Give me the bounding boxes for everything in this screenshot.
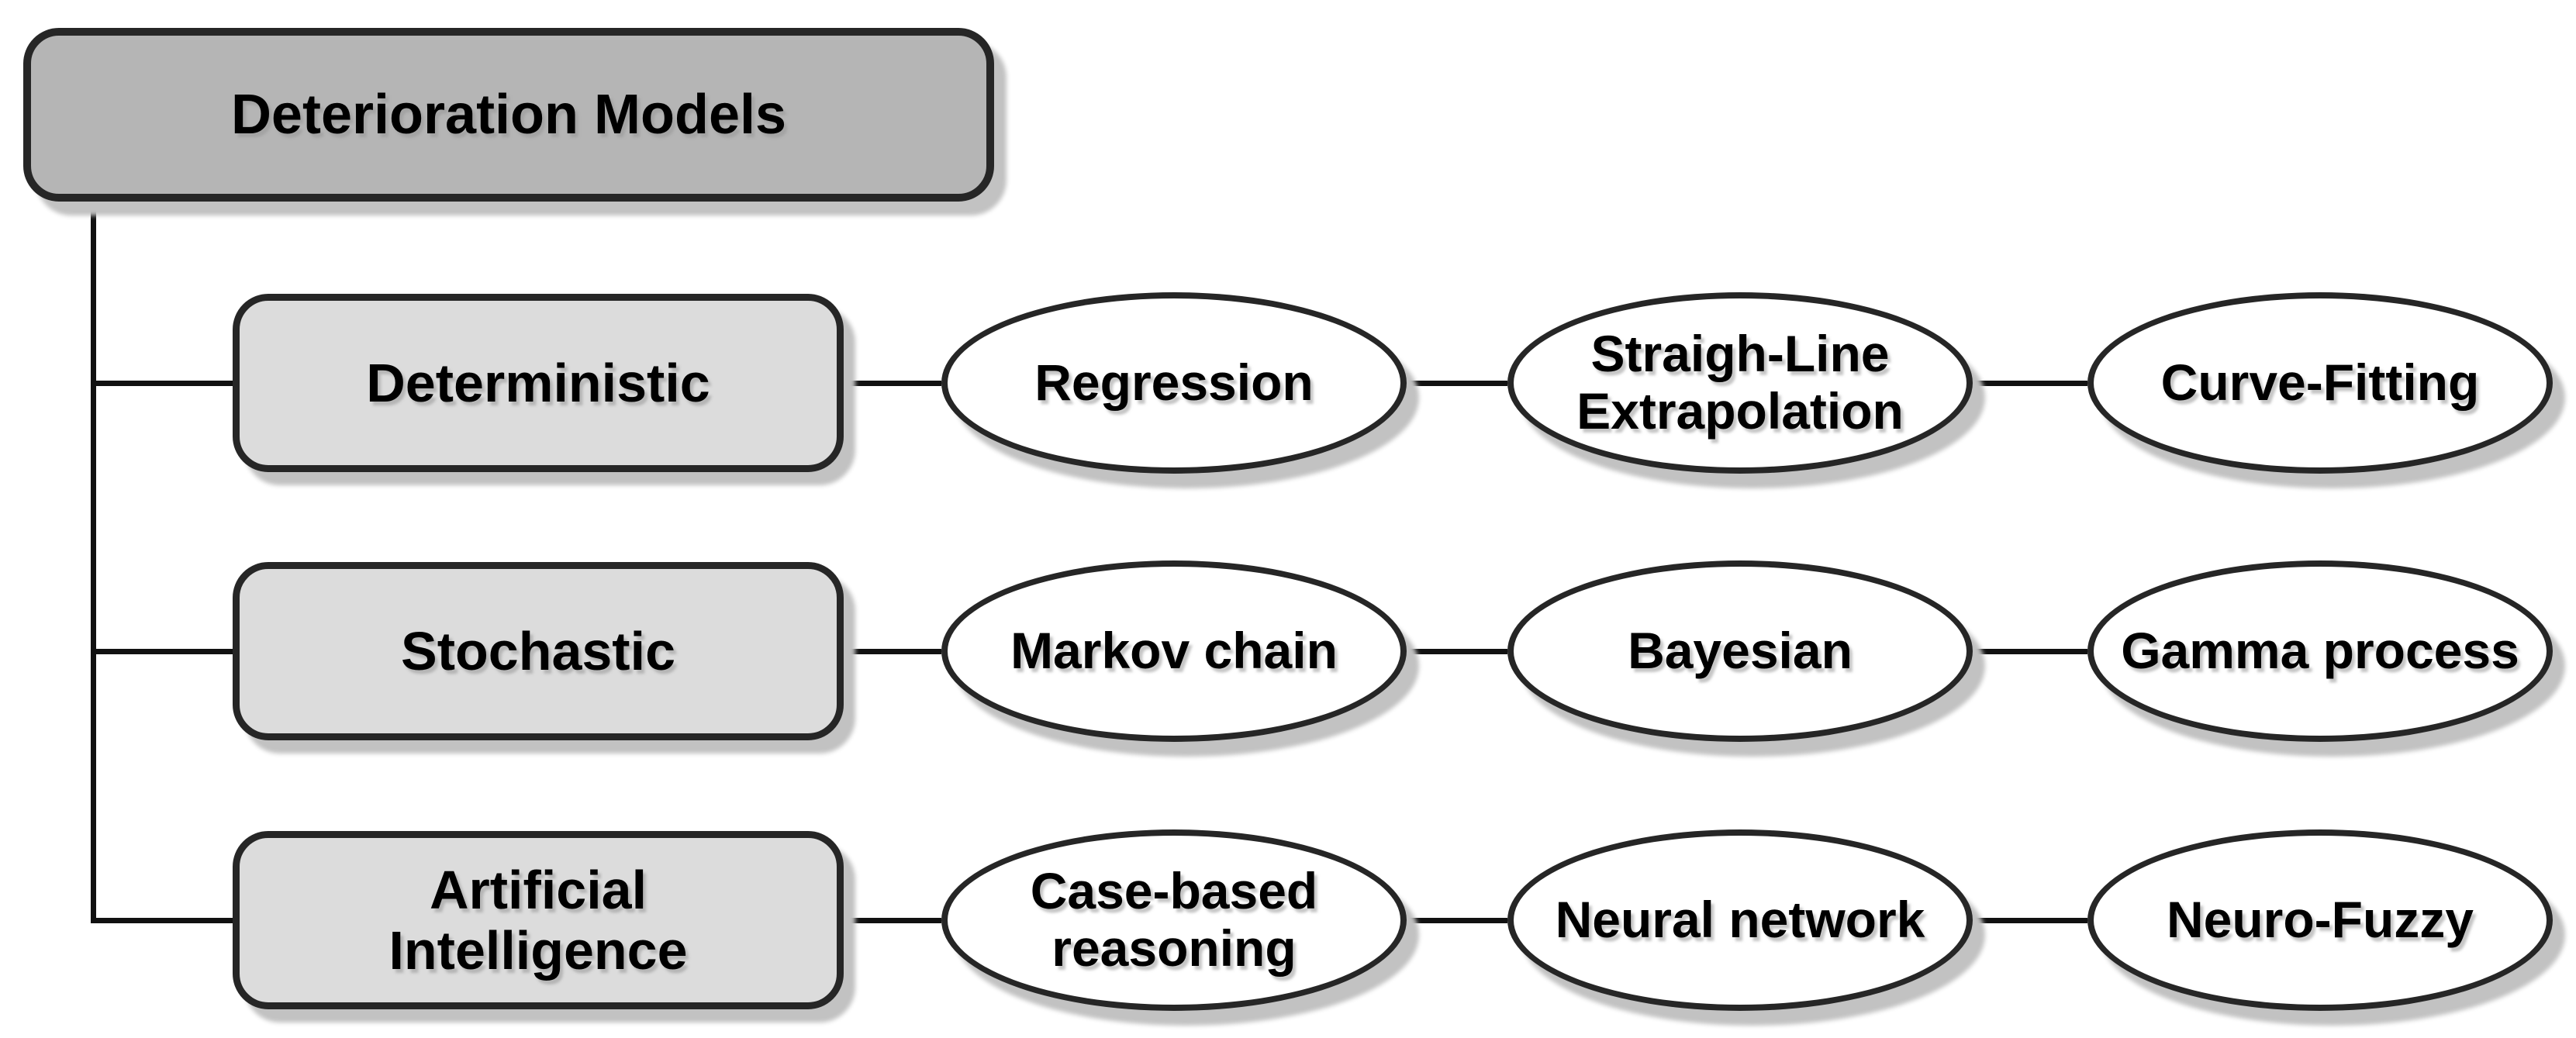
leaf-node-label: Markov chain [1010, 622, 1338, 680]
leaf-node-curve-fitting: Curve-Fitting [2087, 292, 2553, 474]
category-node-artificial-intelligence: Artificial Intelligence [233, 831, 844, 1009]
connector-artificial-intelligence-case-based-reasoning [844, 918, 941, 923]
connector-stochastic-markov-chain [844, 649, 941, 654]
connector-neural-network-neuro-fuzzy [1973, 918, 2087, 923]
leaf-node-label: Curve-Fitting [2160, 353, 2480, 412]
leaf-node-label: Gamma process [2121, 622, 2519, 680]
leaf-node-neuro-fuzzy: Neuro-Fuzzy [2087, 829, 2553, 1011]
category-node-label: Deterministic [366, 352, 710, 413]
leaf-node-label: Neuro-Fuzzy [2167, 891, 2474, 949]
category-node-stochastic: Stochastic [233, 562, 844, 740]
connector-case-based-reasoning-neural-network [1407, 918, 1507, 923]
connector-regression-straight-line-extrapolation [1407, 381, 1507, 386]
branch-connector-stochastic [91, 649, 233, 654]
trunk-connector [91, 198, 96, 922]
leaf-node-regression: Regression [941, 292, 1407, 474]
leaf-node-gamma-process: Gamma process [2087, 560, 2553, 742]
leaf-node-label: Bayesian [1628, 622, 1853, 680]
root-node-deterioration-models: Deterioration Models [23, 28, 994, 202]
leaf-node-label: Regression [1034, 353, 1314, 412]
leaf-node-straight-line-extrapolation: Straigh-Line Extrapolation [1507, 292, 1973, 474]
connector-straight-line-extrapolation-curve-fitting [1973, 381, 2087, 386]
connector-bayesian-gamma-process [1973, 649, 2087, 654]
category-node-label: Stochastic [401, 620, 675, 681]
connector-deterministic-regression [844, 381, 941, 386]
leaf-node-label: Straigh-Line Extrapolation [1576, 325, 1904, 440]
leaf-node-bayesian: Bayesian [1507, 560, 1973, 742]
leaf-node-case-based-reasoning: Case-based reasoning [941, 829, 1407, 1011]
leaf-node-label: Neural network [1555, 891, 1925, 949]
leaf-node-neural-network: Neural network [1507, 829, 1973, 1011]
root-node-label: Deterioration Models [230, 84, 787, 146]
category-node-deterministic: Deterministic [233, 294, 844, 472]
branch-connector-artificial-intelligence [91, 918, 233, 923]
category-node-label: Artificial Intelligence [388, 859, 688, 981]
connector-markov-chain-bayesian [1407, 649, 1507, 654]
branch-connector-deterministic [91, 381, 233, 386]
leaf-node-markov-chain: Markov chain [941, 560, 1407, 742]
leaf-node-label: Case-based reasoning [1030, 862, 1318, 977]
